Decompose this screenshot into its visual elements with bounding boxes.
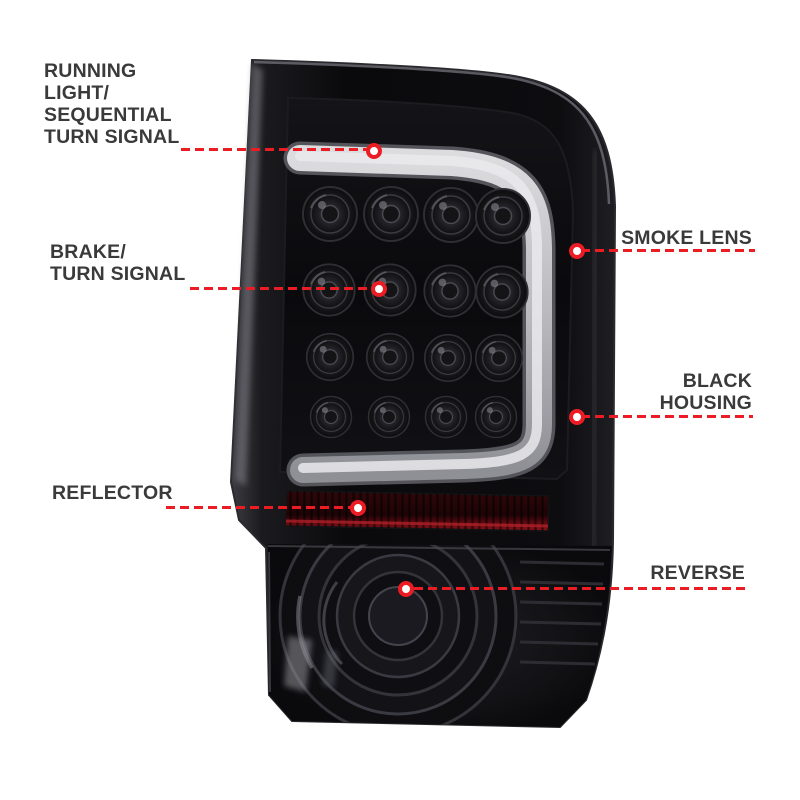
callout-marker: [569, 243, 585, 259]
callout-label-brake-turn-signal: BRAKE/ TURN SIGNAL: [50, 241, 186, 285]
callout-marker: [366, 143, 382, 159]
leader-line: [181, 148, 371, 151]
reflector-strip: [284, 490, 550, 532]
housing-right-gloss: [591, 149, 598, 561]
reverse-light: [268, 544, 612, 727]
callout-marker: [350, 500, 366, 516]
leader-line: [414, 587, 750, 590]
callout-marker: [569, 409, 585, 425]
callout-label-reverse: REVERSE: [650, 562, 745, 584]
callout-marker: [371, 281, 387, 297]
callout-label-smoke-lens: SMOKE LENS: [621, 227, 752, 249]
callout-marker: [398, 581, 414, 597]
callout-label-reflector: REFLECTOR: [52, 482, 173, 504]
callout-label-black-housing: BLACK HOUSING: [659, 370, 752, 414]
callout-label-running-light: RUNNING LIGHT/ SEQUENTIAL TURN SIGNAL: [44, 60, 180, 148]
leader-line: [581, 415, 753, 418]
housing-left-highlight: [235, 64, 263, 486]
leader-line: [166, 506, 354, 509]
housing-top-highlight: [253, 60, 611, 205]
light-bar: [283, 141, 556, 487]
leader-line: [190, 287, 374, 290]
leader-line: [581, 249, 755, 252]
